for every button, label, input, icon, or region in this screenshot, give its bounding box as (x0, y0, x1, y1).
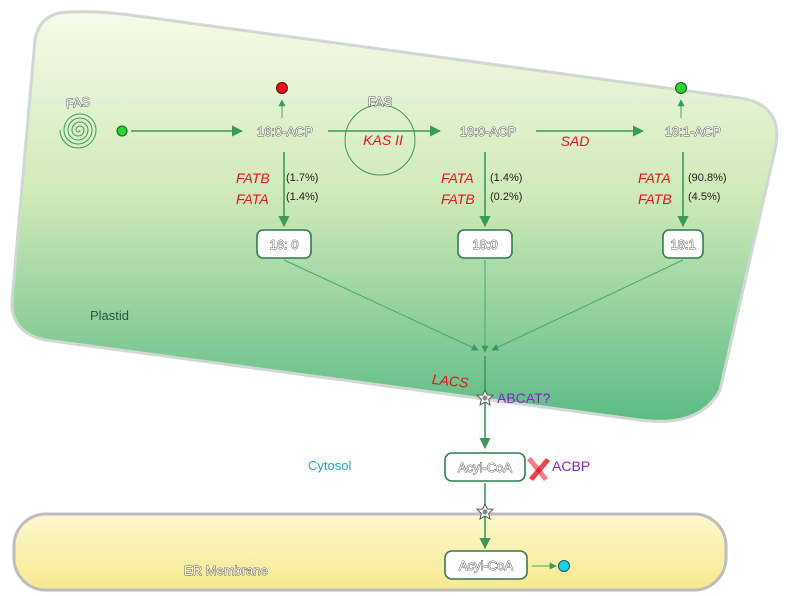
enzyme-sad: SAD (561, 133, 590, 149)
plastid-compartment (10, 10, 779, 423)
col2-pct-bottom: (0.2%) (490, 191, 522, 203)
start-dot (116, 125, 128, 137)
node-181: 18:1 (670, 237, 695, 252)
col3-enzyme-bottom: FATB (638, 191, 672, 207)
col2-enzyme-top: FATA (441, 170, 474, 186)
acbp-protein-icon (527, 457, 550, 481)
box-acylcoa-er (444, 550, 528, 580)
fas-spiral-icon (59, 113, 97, 149)
node-160: 16: 0 (270, 237, 299, 252)
col1-enzyme-bottom: FATA (236, 191, 269, 207)
enzyme-kas2: KAS II (363, 132, 403, 148)
fas-middle-label: FAS (368, 94, 393, 109)
er-membrane-compartment (12, 512, 728, 592)
col1-pct-top: (1.7%) (286, 172, 318, 184)
col1-pct-bottom: (1.4%) (286, 191, 318, 203)
fas-middle-circle (344, 104, 416, 176)
transporter-abcat: ABCAT? (497, 390, 551, 406)
node-181-acp: 18:1-ACP (665, 124, 721, 139)
node-180-acp: 18:0-ACP (460, 124, 516, 139)
transporter-acbp: ACBP (552, 458, 590, 474)
col2-enzyme-bottom: FATB (441, 191, 475, 207)
transporter-star-icon (475, 388, 495, 407)
node-160-acp: 16:0-ACP (257, 124, 313, 139)
node-acylcoa-er: Acyl-CoA (459, 558, 514, 573)
plastid-label: Plastid (90, 308, 129, 323)
cyan-dot (558, 560, 570, 572)
col3-pct-bottom: (4.5%) (688, 191, 720, 203)
col3-enzyme-top: FATA (638, 170, 671, 186)
node-180: 18:0 (472, 237, 497, 252)
green-dot (675, 82, 687, 94)
enzyme-lacs: LACS (431, 371, 470, 391)
col3-pct-top: (90.8%) (688, 172, 727, 184)
col1-enzyme-top: FATB (236, 170, 270, 186)
er-membrane-label: ER Membrane (184, 563, 268, 578)
box-180 (457, 229, 513, 259)
node-acylcoa-cytosol: Acyl-CoA (458, 460, 513, 475)
box-160 (256, 229, 312, 259)
cytosol-label: Cytosol (308, 458, 351, 473)
arrow-181-to-export (491, 259, 684, 351)
fas-left-label: FAS (65, 94, 91, 112)
red-dot (276, 82, 288, 94)
er-transporter-star-icon (475, 502, 495, 521)
col2-pct-top: (1.4%) (490, 172, 522, 184)
box-acylcoa-cytosol (444, 452, 526, 482)
box-181 (662, 229, 704, 259)
arrow-160-to-export (283, 259, 479, 351)
